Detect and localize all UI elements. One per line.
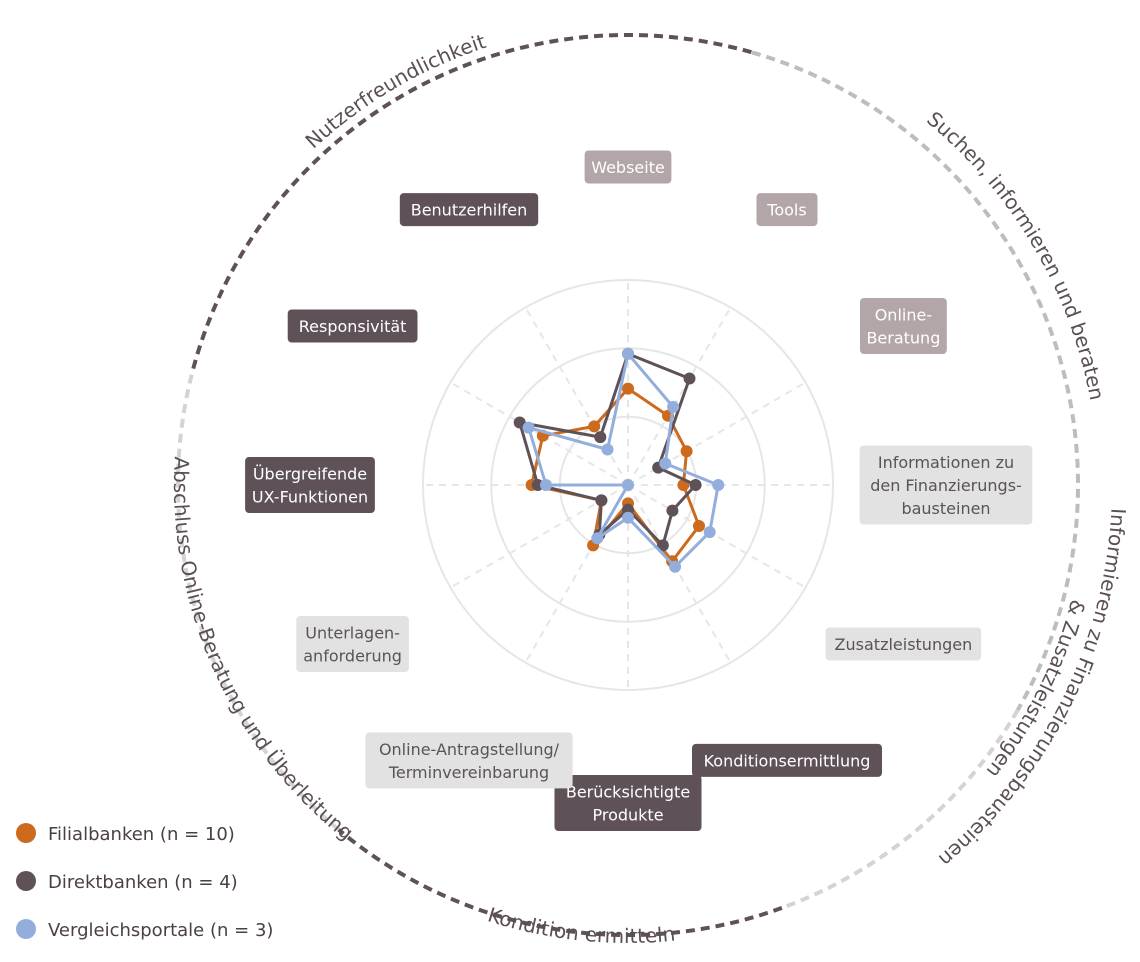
axis-label: Tools [756, 193, 818, 227]
axis-label-text: Online-Beratung [866, 306, 940, 348]
grid-spoke [524, 484, 629, 664]
data-point [622, 511, 634, 524]
axis-label: Online-Antragstellung/Terminvereinbarung [365, 732, 573, 789]
axis-label-box [825, 627, 982, 661]
axis-label-text: Webseite [591, 158, 665, 177]
group-arc [751, 50, 1080, 711]
grid-spoke [627, 381, 807, 486]
data-point [622, 479, 634, 491]
data-point [594, 431, 607, 444]
axis-label-text: Unterlagen-anforderung [303, 624, 402, 666]
axis-label-box [692, 743, 882, 777]
grid-spoke [627, 484, 732, 664]
axis-label-box [859, 445, 1033, 525]
data-point [669, 560, 682, 573]
data-point [588, 420, 601, 433]
axis-label-text: Tools [766, 201, 806, 220]
data-point [622, 503, 634, 516]
axis-label-text: Online-Antragstellung/Terminvereinbarung [379, 740, 560, 782]
axis-label-text: Konditionsermittlung [704, 751, 871, 770]
axis-label: Zusatzleistungen [825, 627, 982, 661]
axis-label: Online-Beratung [860, 298, 947, 354]
data-point [522, 421, 535, 434]
data-point [683, 372, 696, 385]
axis-label-box [287, 309, 418, 343]
axis-label: Webseite [584, 150, 672, 184]
legend-label: Filialbanken (n = 10) [48, 824, 235, 845]
axis-label-box [365, 732, 573, 789]
data-point [656, 539, 669, 552]
axis-label-box [245, 457, 375, 513]
data-point [591, 532, 604, 545]
legend-label: Direktbanken (n = 4) [48, 872, 238, 893]
data-point [622, 347, 634, 360]
data-point [689, 479, 702, 491]
data-point [680, 445, 693, 458]
data-point [540, 479, 552, 491]
axis-label-text: Responsivität [299, 317, 407, 336]
group-arc [175, 367, 340, 832]
legend: Filialbanken (n = 10) Direktbanken (n = 4… [16, 823, 273, 941]
data-point [513, 416, 526, 429]
axis-label: Benutzerhilfen [399, 193, 539, 227]
legend-swatch [16, 823, 36, 843]
axis-label-box [554, 775, 702, 831]
legend-swatch [16, 871, 36, 891]
axis-labels: WebseiteToolsOnline-BeratungInformatione… [245, 150, 1033, 831]
data-point [712, 479, 725, 491]
axis-label-box [860, 298, 947, 354]
axis-label: Responsivität [287, 309, 418, 343]
axis-label-box [584, 150, 672, 184]
axis-label-box [756, 193, 818, 227]
data-point [601, 443, 614, 456]
group-label: Suchen, informieren und beraten [922, 107, 1109, 402]
axis-label-box [399, 193, 539, 227]
data-point [531, 479, 544, 491]
grid-spoke [627, 306, 732, 486]
axis-label-box [296, 616, 409, 672]
group-label: Kondition ermitteln [485, 902, 676, 948]
data-point [659, 457, 672, 470]
legend-label: Vergleichsportale (n = 3) [48, 920, 273, 941]
axis-label-text: Benutzerhilfen [411, 201, 528, 220]
grid-spoke [524, 306, 629, 486]
data-point [622, 382, 634, 395]
group-label: Nutzerfreundlichkeit [301, 29, 489, 153]
data-point [693, 520, 705, 532]
legend-swatch [16, 919, 36, 939]
axis-label-text: Zusatzleistungen [835, 635, 973, 654]
group-arc [191, 32, 753, 370]
data-point [703, 526, 716, 539]
radar-series [513, 347, 725, 573]
group-arc [781, 708, 1020, 910]
grid-spoke [449, 484, 629, 589]
data-point [667, 400, 680, 413]
axis-label: Unterlagen-anforderung [296, 616, 409, 672]
grid-spoke [627, 484, 807, 589]
data-point [666, 504, 679, 517]
grid-spoke [449, 381, 629, 486]
data-point [595, 494, 608, 507]
group-arc [337, 828, 783, 938]
grid-ring [422, 279, 834, 691]
axis-label: Konditionsermittlung [692, 743, 882, 777]
